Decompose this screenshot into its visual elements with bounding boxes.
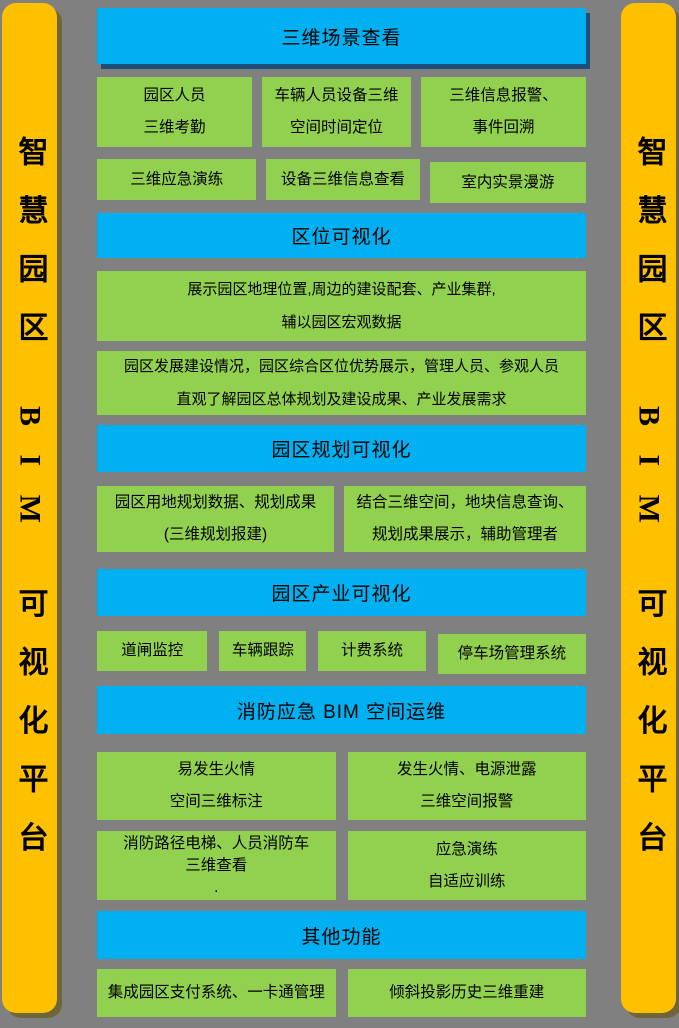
feature-box-equipment-info: 设备三维信息查看 [266,159,420,200]
feature-row: 三维应急演练 设备三维信息查看 室内实景漫游 [97,159,586,203]
feature-box-geo-overview: 展示园区地理位置,周边的建设配套、产业集群, 辅以园区宏观数据 [97,271,586,341]
feature-row: 园区人员 三维考勤 车辆人员设备三维 空间时间定位 三维信息报警、 事件回溯 [97,77,586,147]
feature-box-emergency-drill-3d: 三维应急演练 [97,159,257,200]
feature-box-payment-onecard: 集成园区支付系统、一卡通管理 [97,969,336,1017]
feature-row: 易发生火情 空间三维标注 发生火情、电源泄露 三维空间报警 [97,752,586,820]
feature-row: 消防路径电梯、人员消防车 三维查看 . 应急演练 自适应训练 [97,831,586,900]
header-fire-emergency-bim: 消防应急 BIM 空间运维 [97,686,586,734]
diagram-content: 三维场景查看 园区人员 三维考勤 车辆人员设备三维 空间时间定位 三维信息报警、… [97,8,586,1017]
feature-box-fire-leak-alarm: 发生火情、电源泄露 三维空间报警 [347,752,586,820]
feature-row: 园区用地规划数据、规划成果 (三维规划报建) 结合三维空间，地块信息查询、 规划… [97,486,586,552]
header-park-planning-visualization: 园区规划可视化 [97,425,586,472]
right-banner: 智慧园区 BIM 可视化平台 [621,3,676,1013]
left-banner-text: 智慧园区 BIM 可视化平台 [13,136,47,880]
feature-box-fire-risk-annotation: 易发生火情 空间三维标注 [97,752,336,820]
header-park-industry-visualization: 园区产业可视化 [97,569,586,616]
feature-box-adaptive-drill-training: 应急演练 自适应训练 [347,831,586,900]
feature-box-land-planning-data: 园区用地规划数据、规划成果 (三维规划报建) [97,486,334,552]
feature-row: 道闸监控 车辆跟踪 计费系统 停车场管理系统 [97,631,586,674]
feature-row: 集成园区支付系统、一卡通管理 倾斜投影历史三维重建 [97,969,586,1017]
feature-box-oblique-projection-reconstruction: 倾斜投影历史三维重建 [347,969,586,1017]
feature-box-fire-path-3d-view: 消防路径电梯、人员消防车 三维查看 . [97,831,336,900]
feature-box-indoor-roaming: 室内实景漫游 [429,162,586,203]
feature-row: 展示园区地理位置,周边的建设配套、产业集群, 辅以园区宏观数据 [97,271,586,341]
right-banner-text: 智慧园区 BIM 可视化平台 [632,136,666,880]
feature-box-gate-monitoring: 道闸监控 [97,631,208,671]
left-banner: 智慧园区 BIM 可视化平台 [2,3,57,1013]
feature-box-alarm-playback: 三维信息报警、 事件回溯 [420,77,586,147]
header-location-visualization: 区位可视化 [97,213,586,258]
header-3d-scene-view: 三维场景查看 [97,8,586,64]
feature-box-parcel-info-query: 结合三维空间，地块信息查询、 规划成果展示，辅助管理者 [343,486,586,552]
feature-box-vehicle-positioning: 车辆人员设备三维 空间时间定位 [261,77,411,147]
feature-box-parking-management: 停车场管理系统 [437,634,586,674]
feature-box-vehicle-tracking: 车辆跟踪 [219,631,307,671]
feature-box-personnel-attendance: 园区人员 三维考勤 [97,77,252,147]
header-other-functions: 其他功能 [97,911,586,959]
feature-row: 园区发展建设情况，园区综合区位优势展示，管理人员、参观人员 直观了解园区总体规划… [97,351,586,415]
feature-box-development-overview: 园区发展建设情况，园区综合区位优势展示，管理人员、参观人员 直观了解园区总体规划… [97,351,586,415]
feature-box-billing-system: 计费系统 [318,631,426,671]
